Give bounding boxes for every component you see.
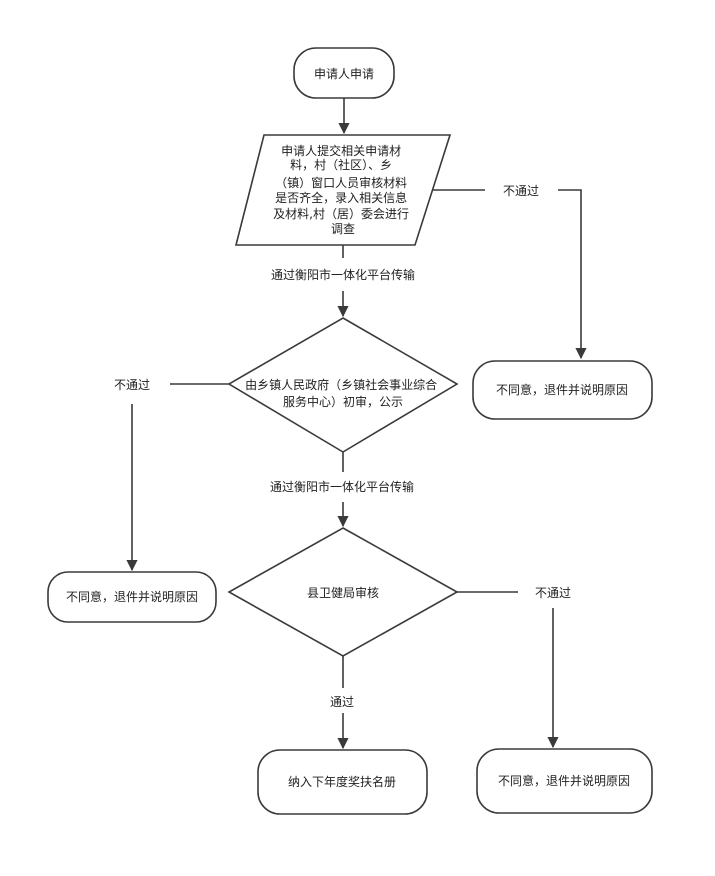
reject-shape-1 — [472, 360, 653, 420]
town-review-label-line: 由乡镇人民政府（乡镇社会事业综合 — [245, 377, 437, 392]
edge-label-fail-1: 不通过 — [503, 184, 539, 198]
submit-shape — [234, 134, 452, 246]
reject-node-2: 不同意，退件并说明原因 — [47, 571, 217, 623]
reject-label-3: 不同意，退件并说明原因 — [498, 773, 630, 788]
reject-node-1: 不同意，退件并说明原因 — [472, 360, 653, 420]
final-shape — [257, 749, 428, 815]
reject-node-3: 不同意，退件并说明原因 — [476, 748, 653, 814]
county-review-label: 县卫健局审核 — [307, 585, 379, 600]
final-node: 纳入下年度奖扶名册 — [257, 749, 428, 815]
town-review-node: 由乡镇人民政府（乡镇社会事业综合 服务中心）初审，公示 — [227, 317, 459, 453]
town-review-shape — [227, 317, 459, 453]
reject-shape-3 — [476, 748, 653, 814]
submit-label-line: 料，村（社区）、乡 — [290, 157, 392, 172]
town-review-label: 由乡镇人民政府（乡镇社会事业综合 服务中心）初审，公示 — [245, 377, 441, 409]
reject-shape-2 — [47, 571, 217, 623]
submit-label-line: （镇）窗口人员审核材料 — [275, 175, 407, 190]
submit-label-line: 申请人提交相关申请材 — [281, 143, 401, 158]
county-review-node: 县卫健局审核 — [227, 527, 459, 657]
edge-label-pass-2: 通过衡阳市一体化平台传输 — [270, 479, 414, 494]
final-label: 纳入下年度奖扶名册 — [288, 774, 396, 789]
submit-label-line: 调查 — [331, 222, 355, 236]
reject-label-2: 不同意，退件并说明原因 — [66, 589, 198, 604]
edge-label-fail-2: 不通过 — [114, 378, 150, 392]
connectors — [126, 98, 587, 750]
town-review-label-line: 服务中心）初审，公示 — [283, 394, 403, 409]
submit-label-line: 及材料,村（居）委会进行 — [273, 207, 409, 221]
start-node: 申请人申请 — [293, 47, 395, 99]
submit-node: 申请人提交相关申请材 料，村（社区）、乡 （镇）窗口人员审核材料 是否齐全，录入… — [234, 134, 452, 246]
submit-label-line: 是否齐全，录入相关信息 — [275, 190, 407, 205]
edge-label-fail-3: 不通过 — [535, 586, 571, 600]
start-shape — [293, 47, 395, 99]
edge-label-pass-3: 通过 — [330, 695, 354, 709]
county-review-shape — [227, 527, 459, 657]
submit-label: 申请人提交相关申请材 料，村（社区）、乡 （镇）窗口人员审核材料 是否齐全，录入… — [273, 143, 413, 236]
edge-fail-1-to-reject-1 — [558, 189, 587, 360]
reject-label-1: 不同意，退件并说明原因 — [496, 382, 628, 397]
edge-label-pass-1: 通过衡阳市一体化平台传输 — [271, 267, 415, 282]
start-label: 申请人申请 — [314, 67, 374, 81]
